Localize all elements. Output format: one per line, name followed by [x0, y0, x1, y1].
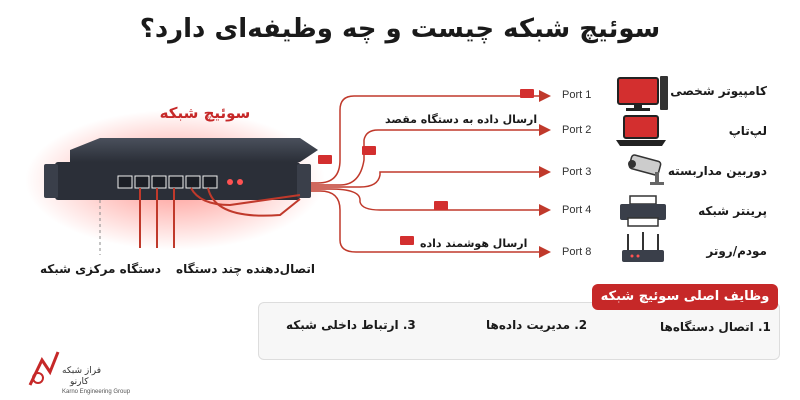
port-3-label: Port 3: [562, 166, 592, 178]
port-4-label: Port 4: [562, 204, 592, 216]
page-title: سوئیچ شبکه چیست و چه وظیفه‌ای دارد؟: [139, 14, 661, 44]
device-label-router: مودم/روتر: [706, 244, 767, 258]
data-packets: [318, 89, 534, 245]
line-port-1: [300, 90, 551, 184]
line-port-8: [300, 190, 551, 258]
port-2-label: Port 2: [562, 124, 592, 136]
port-8-label: Port 8: [562, 246, 592, 258]
label-smart-send: ارسال هوشمند داده: [420, 237, 528, 250]
switch-device: [44, 138, 318, 200]
device-label-camera: دوربین مداربسته: [667, 164, 767, 178]
switch-cables: [139, 187, 301, 248]
packet-icon: [318, 155, 332, 164]
logo-line-2: کارنو: [70, 377, 89, 387]
logo-line-1: فراز شبکه: [62, 366, 102, 376]
label-send-to-target: ارسال داده به دستگاه مقصد: [385, 113, 538, 126]
packet-icon: [434, 201, 448, 210]
callout-multi-connect: اتصال‌دهنده چند دستگاه: [176, 262, 316, 276]
function-item-3: 3. ارتباط داخلی شبکه: [286, 318, 416, 332]
functions-header: وظایف اصلی سوئیچ شبکه: [592, 284, 778, 310]
port-1-label: Port 1: [562, 89, 592, 101]
device-label-printer: پرینتر شبکه: [698, 204, 767, 218]
functions-panel: [258, 302, 780, 360]
switch-title: سوئیچ شبکه: [159, 104, 251, 122]
cctv-camera-icon: [628, 154, 664, 185]
packet-icon: [520, 89, 534, 98]
callout-central-device: دستگاه مرکزی شبکه: [40, 262, 162, 276]
company-logo: [28, 351, 60, 386]
line-port-2: [300, 124, 551, 186]
desktop-computer-icon: [617, 76, 668, 111]
logo-subtitle: Karno Engineering Group: [62, 389, 131, 395]
packet-icon: [400, 236, 414, 245]
line-port-4: [300, 188, 551, 216]
laptop-icon: [616, 115, 666, 146]
printer-icon: [620, 195, 666, 227]
packet-icon: [362, 146, 376, 155]
device-label-pc: کامپیوتر شخصی: [670, 84, 767, 98]
router-icon: [622, 232, 664, 262]
function-item-2: 2. مدیریت داده‌ها: [486, 318, 588, 332]
line-port-3: [300, 166, 551, 188]
device-label-laptop: لپ‌تاپ: [728, 124, 767, 138]
function-item-1: 1. اتصال دستگاه‌ها: [660, 320, 771, 334]
